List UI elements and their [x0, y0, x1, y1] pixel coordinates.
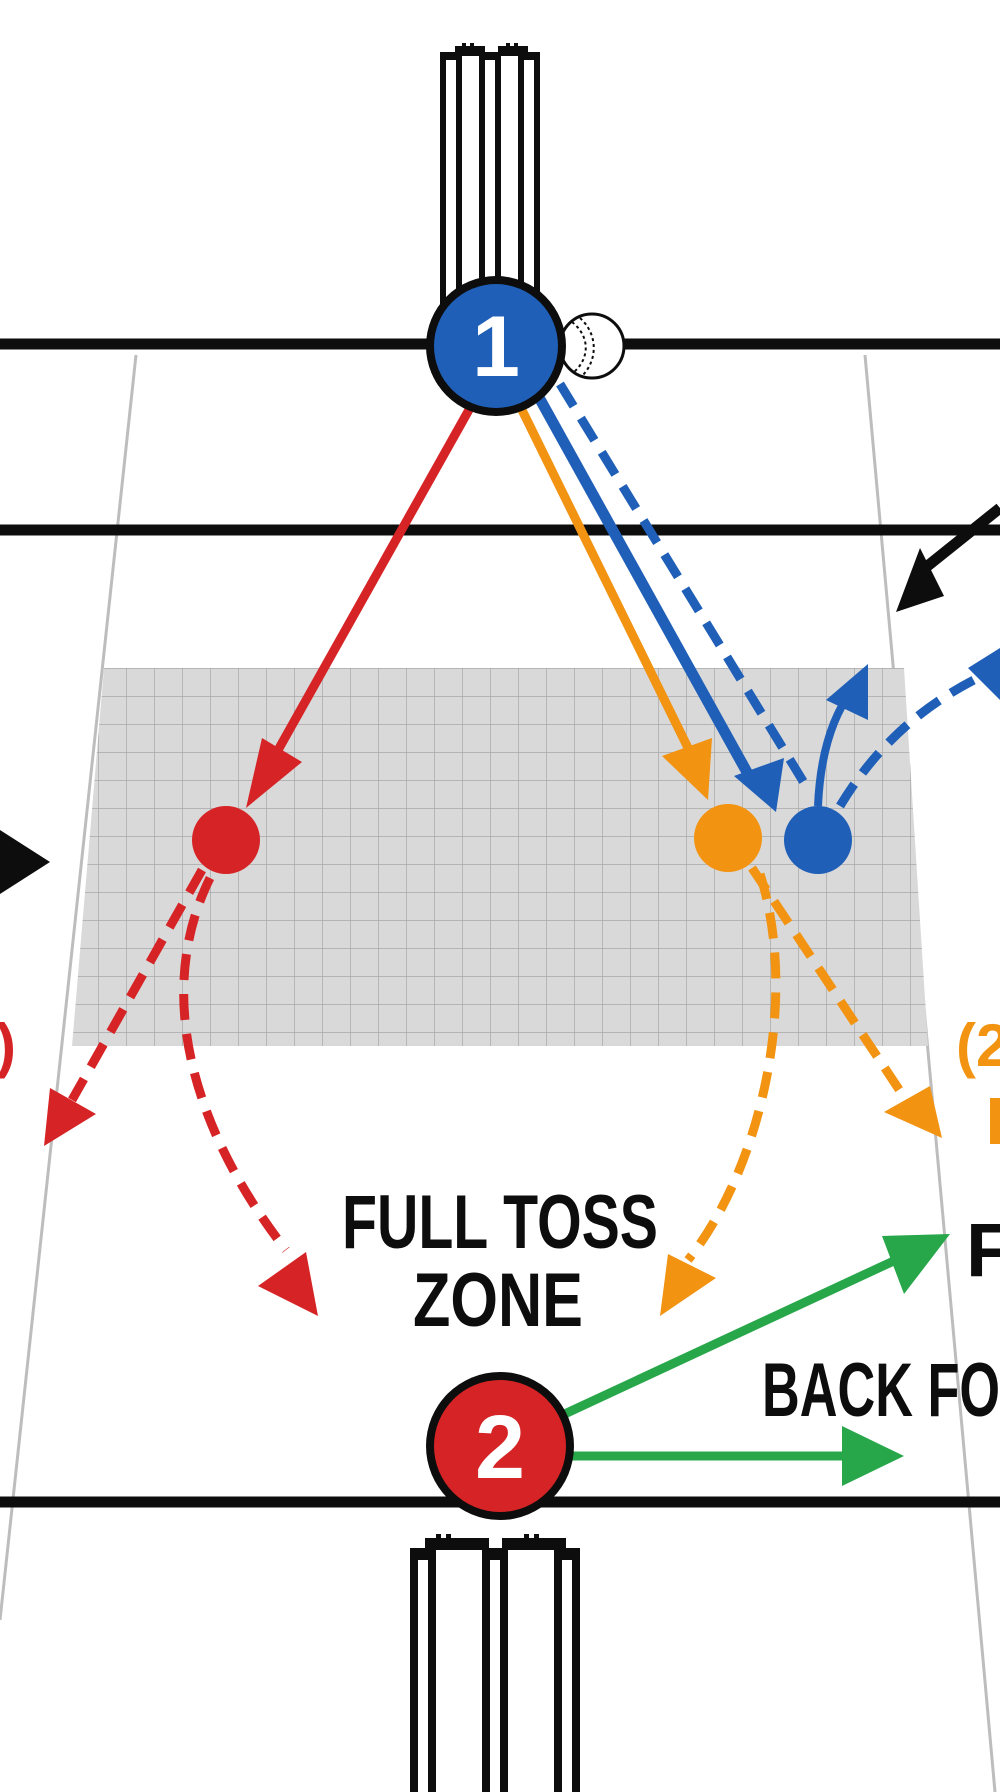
orange-pitch-dot	[694, 804, 762, 872]
right-orange-note: (2	[956, 1012, 1000, 1079]
black-arrows	[0, 503, 1000, 894]
green-arrowhead-upper	[882, 1234, 950, 1294]
red-arrowhead-bottom	[258, 1252, 318, 1316]
green-arrowhead-lower	[842, 1426, 904, 1486]
right-edge-letter: F	[966, 1208, 1000, 1293]
orange-arrowhead-right	[884, 1086, 942, 1138]
pitch-right-edge	[863, 354, 997, 1792]
back-foot-label: BACK FO	[762, 1348, 1000, 1433]
blue-paths	[531, 381, 1000, 874]
black-arrowhead-right	[896, 548, 944, 612]
bowler-marker: 1	[426, 276, 566, 416]
orange-paths	[517, 408, 942, 1316]
full-toss-zone-label-line2: ZONE	[413, 1258, 583, 1343]
green-arrows	[554, 1234, 950, 1486]
blue-arrowhead-up	[826, 664, 868, 720]
blue-arrowhead-right	[968, 648, 1000, 700]
blue-pitch-dot	[784, 806, 852, 874]
black-arrowhead-left	[0, 830, 50, 894]
blue-arrowhead-main	[734, 758, 784, 812]
red-arrowhead-left	[44, 1088, 96, 1146]
pitch-left-edge	[0, 354, 138, 1621]
red-arrowhead-main	[246, 738, 302, 808]
batter-marker: 2	[426, 1372, 574, 1520]
full-toss-zone-label-line1: FULL TOSS	[342, 1180, 658, 1265]
red-paths	[44, 405, 474, 1316]
left-red-note: )	[0, 1012, 16, 1079]
pitch-outline	[0, 354, 997, 1792]
red-pitch-dot	[192, 806, 260, 874]
bowler-number: 1	[472, 299, 520, 395]
batter-number: 2	[475, 1398, 525, 1498]
stumps-bottom	[410, 1534, 580, 1792]
orange-arrowhead-main	[662, 738, 712, 800]
orange-arrowhead-bottom	[660, 1254, 716, 1316]
right-orange-note-mark	[990, 1098, 1000, 1144]
cricket-ball	[558, 312, 626, 380]
